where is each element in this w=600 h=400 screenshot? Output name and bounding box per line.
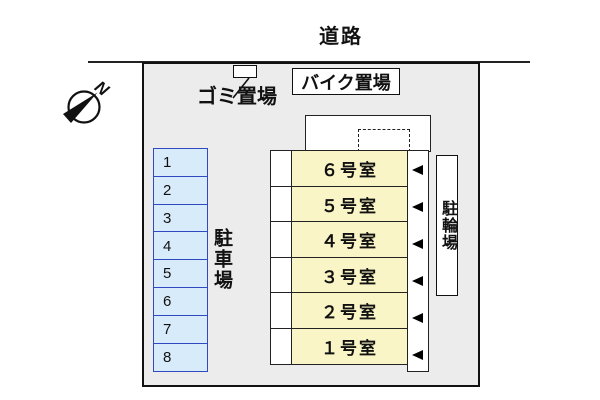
- parking-space-number: 2: [163, 181, 172, 199]
- bicycle-parking-label: 駐輪場: [439, 200, 456, 251]
- room-label: ４号室: [321, 232, 378, 251]
- room-unit: ３号室: [290, 256, 409, 294]
- parking-space-number: 5: [163, 265, 172, 283]
- unit-porch: [270, 150, 292, 187]
- room-label: ５号室: [321, 196, 378, 216]
- parking-space: 1: [153, 148, 208, 178]
- entrance-left-arrow-icon: [412, 276, 423, 286]
- entrance-left-arrow-icon: [412, 350, 423, 360]
- garbage-area-label: ゴミ置場: [197, 86, 277, 108]
- parking-space: 3: [153, 203, 208, 233]
- bike-parking-area: バイク置場: [292, 68, 400, 95]
- parking-space: 2: [153, 175, 208, 206]
- room-unit: ２号室: [290, 292, 409, 329]
- entrance-left-arrow-icon: [412, 202, 423, 212]
- road-label: 道路: [319, 26, 363, 48]
- unit-porch: [270, 327, 292, 365]
- parking-space: 8: [153, 342, 208, 372]
- unit-porch: [270, 292, 292, 329]
- entrance-left-arrow-icon: [412, 165, 423, 175]
- car-parking-column: 1 2 3 4 5 6 7 8: [153, 148, 208, 372]
- room-unit: １号室: [290, 327, 409, 365]
- north-compass-icon: N: [63, 78, 113, 124]
- parking-space-number: 4: [163, 237, 172, 255]
- unit-porch: [270, 185, 292, 223]
- bike-parking-label: バイク置場: [301, 72, 391, 93]
- parking-space-number: 6: [163, 293, 172, 311]
- room-unit: ５号室: [290, 185, 409, 223]
- garbage-leader-line: [232, 77, 250, 99]
- parking-space: 5: [153, 259, 208, 289]
- unit-porch: [270, 256, 292, 294]
- room-label: ３号室: [321, 267, 378, 287]
- dashed-structure-outline: [358, 129, 410, 152]
- entrance-left-arrow-icon: [412, 239, 423, 249]
- parking-space: 4: [153, 231, 208, 261]
- parking-space-number: 1: [163, 154, 172, 172]
- room-label: ６号室: [321, 161, 378, 180]
- parking-space-number: 3: [163, 209, 172, 227]
- building-entry-strip: [407, 150, 429, 372]
- room-label: １号室: [321, 338, 378, 358]
- property-boundary: ゴミ置場 バイク置場 ６号室 ５号室 ４号室 ３号室 ２号室 １号室: [142, 62, 480, 387]
- car-parking-label: 駐車場: [211, 228, 232, 291]
- room-unit: ６号室: [290, 150, 409, 187]
- garbage-bin-icon: [233, 65, 257, 78]
- parking-space-number: 8: [163, 348, 172, 366]
- room-unit: ４号室: [290, 221, 409, 258]
- room-label: ２号室: [321, 303, 378, 322]
- room-units: ６号室 ５号室 ４号室 ３号室 ２号室 １号室: [290, 150, 409, 365]
- entrance-left-arrow-icon: [412, 313, 423, 323]
- unit-porch-column: [270, 150, 292, 365]
- parking-space: 7: [153, 314, 208, 345]
- unit-porch: [270, 221, 292, 258]
- parking-space: 6: [153, 286, 208, 317]
- bicycle-parking-area: 駐輪場: [436, 155, 458, 296]
- parking-space-number: 7: [163, 320, 172, 338]
